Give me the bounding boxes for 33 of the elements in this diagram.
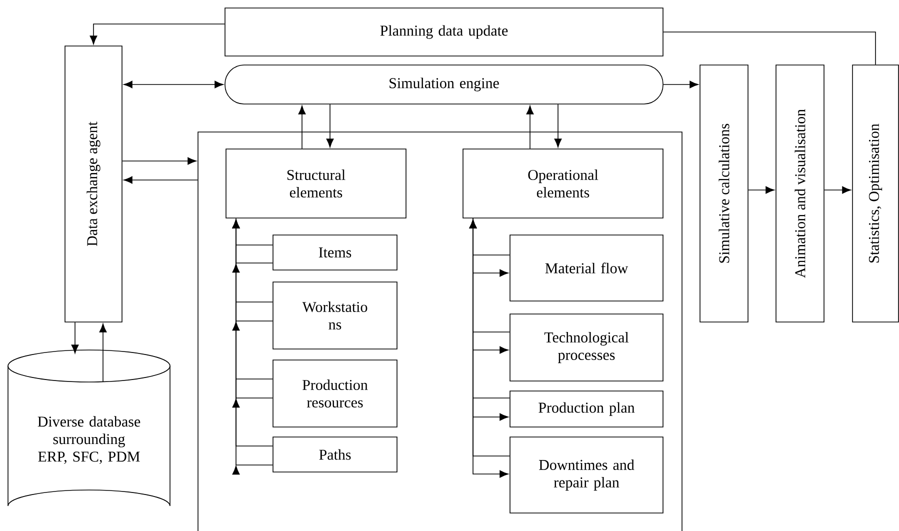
- arrow: [90, 24, 225, 44]
- process-box: Items: [272, 234, 398, 270]
- arrow: [99, 324, 107, 382]
- process-box: Data exchange agent: [64, 46, 122, 322]
- process-box: Planning data update: [224, 8, 664, 56]
- database-cylinder: Diverse database surrounding ERP, SFC, PDM: [8, 350, 170, 506]
- arrow: [469, 220, 510, 456]
- arrow: [124, 80, 224, 88]
- arrow: [748, 186, 774, 194]
- process-box: Technological processes: [510, 314, 664, 382]
- arrow: [554, 104, 562, 148]
- process-box: Structural elements: [226, 148, 406, 218]
- process-box: Downtimes and repair plan: [510, 436, 664, 514]
- node-label: Diverse database surrounding ERP, SFC, PDM: [38, 416, 140, 464]
- process-box: Production resources: [272, 360, 398, 428]
- process-box: Simulative calculations: [700, 64, 748, 322]
- engine-box: Simulation engine: [224, 64, 664, 104]
- arrow: [824, 186, 851, 194]
- arrow: [663, 80, 698, 88]
- process-box: Animation and visualisation: [776, 64, 824, 322]
- arrow: [71, 322, 79, 354]
- arrow: [298, 106, 306, 149]
- process-box: Workstatio ns: [272, 282, 398, 350]
- process-box: Production plan: [510, 390, 664, 428]
- arrow: [326, 104, 334, 148]
- process-box: Paths: [272, 436, 398, 472]
- process-box: Statistics, Optimisation: [852, 64, 899, 322]
- process-box: Material flow: [510, 234, 664, 302]
- arrow: [526, 106, 534, 149]
- arrow: [122, 157, 196, 165]
- arrow: [472, 218, 508, 478]
- process-box: Operational elements: [462, 148, 664, 218]
- arrow: [124, 176, 198, 184]
